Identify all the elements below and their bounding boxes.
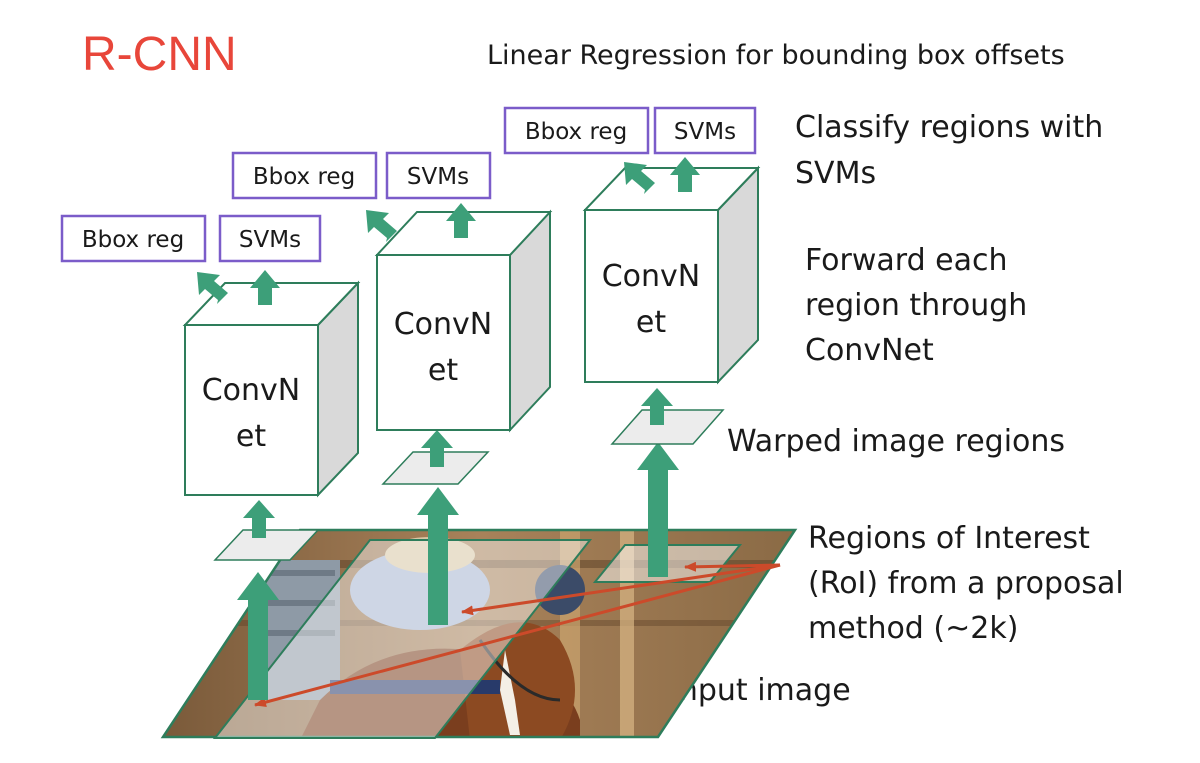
input-image-label: Input image xyxy=(670,673,851,708)
forward-label-line3: ConvNet xyxy=(805,333,934,368)
convnet-label-2-line1: ConvN xyxy=(394,307,493,342)
bbox-reg-label-1: Bbox reg xyxy=(82,227,184,253)
linear-regression-label: Linear Regression for bounding box offse… xyxy=(487,40,1065,71)
bbox-reg-label-2: Bbox reg xyxy=(253,164,355,190)
convnet-box-2 xyxy=(374,209,553,433)
convnet-label-3-line2: et xyxy=(636,305,666,340)
svms-label-2: SVMs xyxy=(407,164,469,190)
roi-arrows xyxy=(254,561,781,707)
output-arrows-3 xyxy=(624,157,700,194)
page-title: R-CNN xyxy=(82,28,237,81)
convnet-label-1-line1: ConvN xyxy=(202,373,301,408)
classify-label-line2: SVMs xyxy=(795,156,876,191)
output-arrows-2 xyxy=(366,203,476,242)
roi-label-line3: method (~2k) xyxy=(808,611,1018,646)
roi-label-line1: Regions of Interest xyxy=(808,521,1090,556)
svms-box-2 xyxy=(385,151,492,200)
bbox-reg-box-1 xyxy=(60,214,207,263)
branch-3-labels: Bbox reg SVMs xyxy=(503,106,757,155)
convnet-label-1-line2: et xyxy=(236,419,266,454)
output-arrows-1 xyxy=(197,270,280,305)
convnet-box-3 xyxy=(582,165,761,385)
warped-regions xyxy=(213,409,725,561)
bbox-reg-label-3: Bbox reg xyxy=(525,119,627,145)
upward-arrows xyxy=(237,442,679,700)
convnet-label-3-line1: ConvN xyxy=(602,259,701,294)
branch-1-labels: Bbox reg SVMs xyxy=(60,214,322,263)
forward-label-line1: Forward each xyxy=(805,243,1008,278)
warped-regions-label: Warped image regions xyxy=(727,424,1065,459)
bbox-reg-box-3 xyxy=(503,106,650,155)
warp-to-convnet-arrows xyxy=(243,388,673,538)
branch-2-labels: Bbox reg SVMs xyxy=(231,151,492,200)
classify-label-line1: Classify regions with xyxy=(795,110,1103,145)
svms-label-3: SVMs xyxy=(674,119,736,145)
forward-label-line2: region through xyxy=(805,288,1027,323)
bbox-reg-box-2 xyxy=(231,151,378,200)
svms-label-1: SVMs xyxy=(239,227,301,253)
svms-box-3 xyxy=(653,106,757,155)
svms-box-1 xyxy=(218,214,322,263)
roi-label-line2: (RoI) from a proposal xyxy=(808,566,1124,601)
convnet-label-2-line2: et xyxy=(428,353,458,388)
